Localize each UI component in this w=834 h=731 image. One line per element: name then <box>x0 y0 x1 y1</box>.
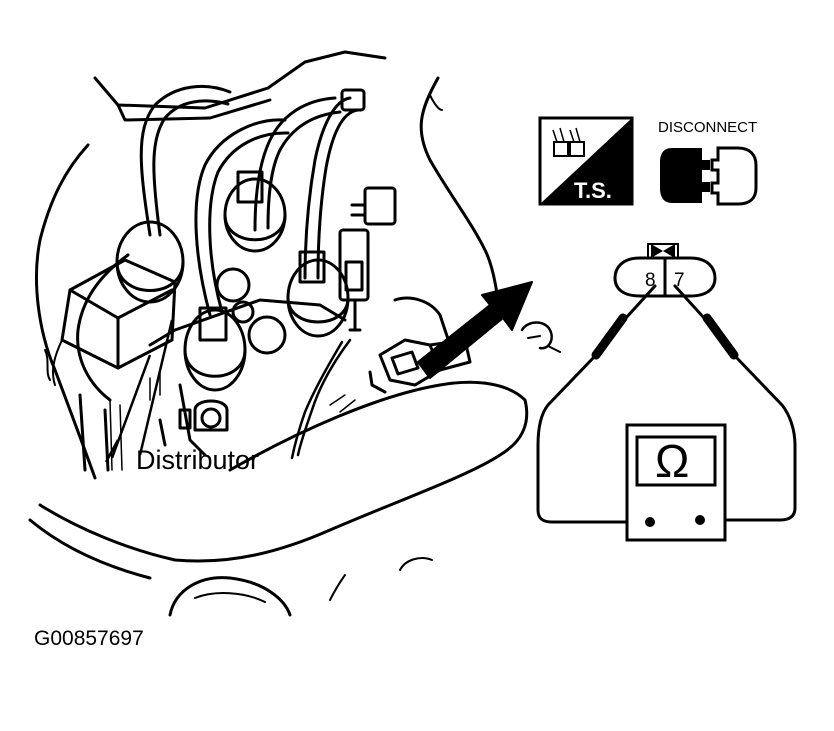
pin-7-label: 7 <box>674 270 685 291</box>
disconnect-label: DISCONNECT <box>658 119 757 136</box>
test-connector: 8 7 <box>613 243 717 298</box>
connector-disconnect-icon: DISCONNECT <box>658 119 758 206</box>
ohmmeter-icon: Ω <box>625 423 727 542</box>
distributor-pointer <box>104 319 174 463</box>
test-leads <box>536 284 797 524</box>
engine-line-art <box>28 50 561 617</box>
ts-test-icon: T.S. <box>538 116 634 206</box>
figure-id: G00857697 <box>34 627 144 650</box>
ohm-symbol: Ω <box>655 435 689 487</box>
distributor-label: Distributor <box>136 445 259 475</box>
ts-label: T.S. <box>574 178 612 203</box>
pin-8-label: 8 <box>645 270 656 291</box>
arrow-icon <box>417 281 533 379</box>
